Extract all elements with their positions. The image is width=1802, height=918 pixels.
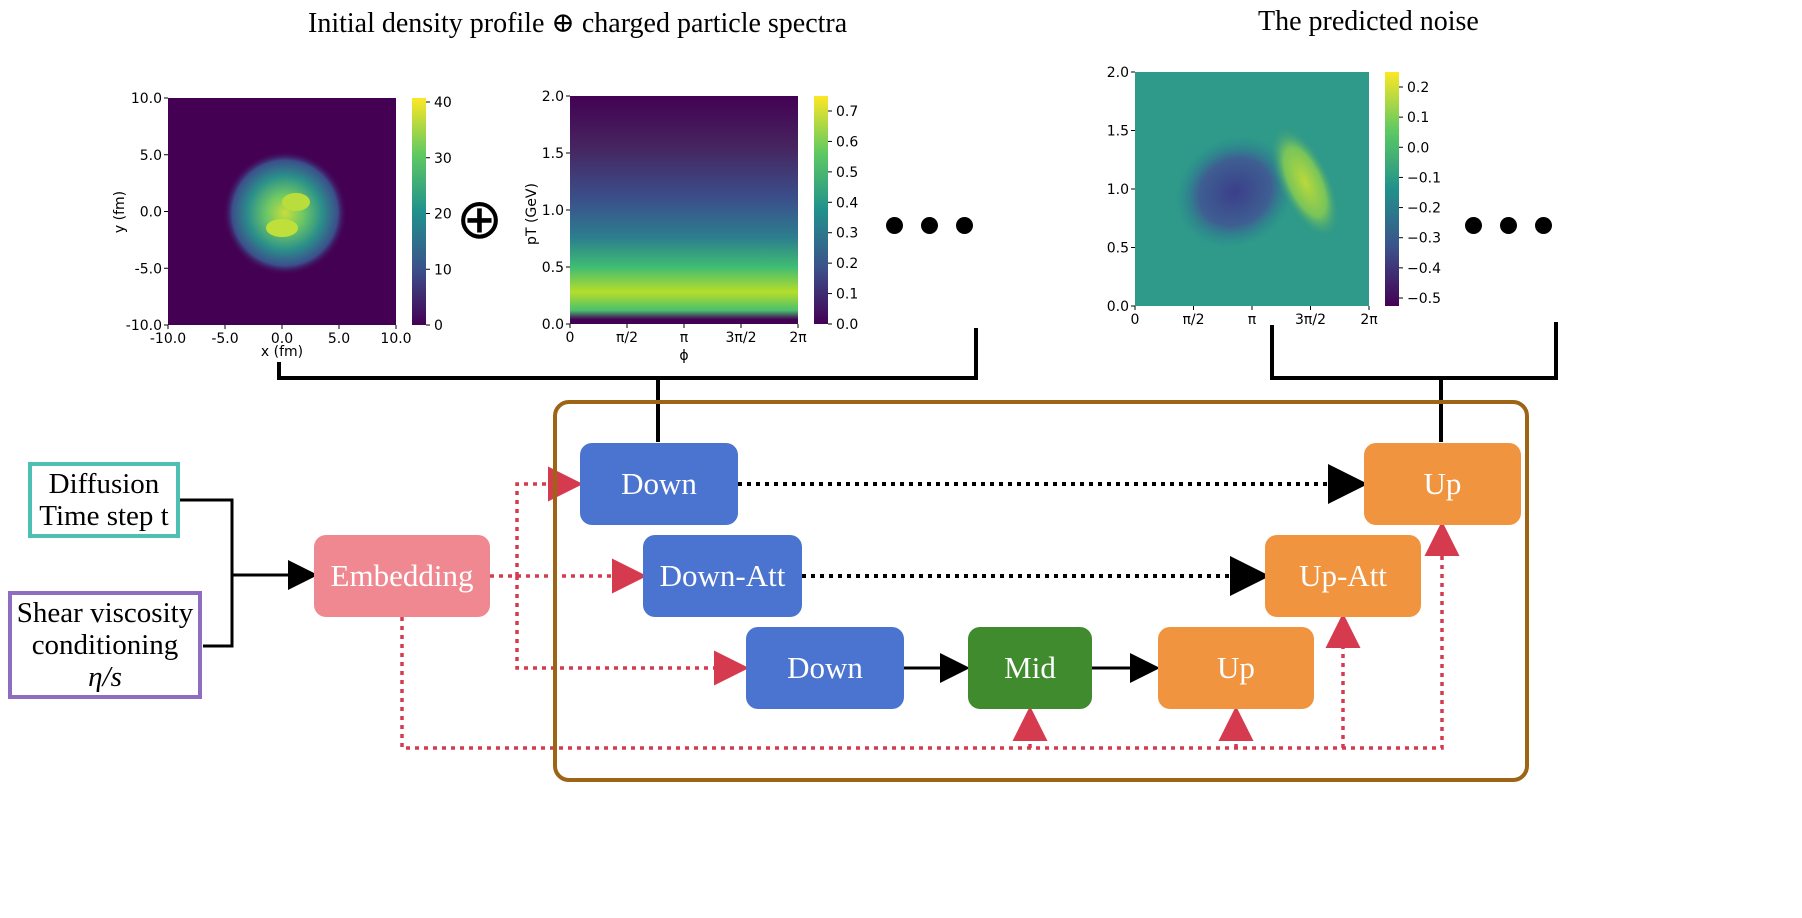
shear-viscosity-box: Shear viscosity conditioning η/s [8,591,202,699]
colorbar-tick-label: 20 [434,207,452,223]
density-x-label: x (fm) [261,344,303,360]
colorbar-tick-label: 30 [434,151,452,167]
y-tick-label: 10.0 [131,91,162,107]
x-tick-label: 5.0 [328,331,350,347]
y-tick-label: 1.5 [1107,124,1129,140]
ellipsis-outputs [1465,217,1570,239]
x-tick-label: π [680,330,689,346]
y-tick-label: 0.5 [1107,241,1129,257]
embedding-block: Embedding [314,535,490,617]
x-tick-label: 0.0 [271,331,293,347]
colorbar-tick-label: 0.6 [836,134,858,150]
noise-colorbar-ticks: 0.2 0.1 0.0 −0.1 −0.2 −0.3 −0.4 −0.5 [1399,80,1441,307]
shear-label-2: conditioning [31,629,179,661]
x-tick-label: 3π/2 [726,330,757,346]
colorbar-tick-label: −0.4 [1407,261,1441,277]
down-att-block: Down-Att [643,535,802,617]
colorbar-tick-label: 10 [434,262,452,278]
colorbar-tick-label: −0.2 [1407,201,1441,217]
shear-label-1: Shear viscosity [16,597,194,629]
y-tick-label: 0.0 [140,205,162,221]
input-title: Initial density profile ⊕ charged partic… [308,8,848,39]
predicted-noise-plot: 0 π/2 π 3π/2 2π 2.0 1.5 1.0 0.5 0.0 0.2 0.1 0.0 −0.… [1107,65,1441,328]
colorbar-tick-label: 0.0 [836,317,858,333]
down-block-2: Down [746,627,904,709]
density-blob [223,151,347,275]
output-bracket [1270,322,1558,442]
embedding-paths [400,466,1460,750]
noise-x-ticks: 0 π/2 π 3π/2 2π [1131,306,1378,328]
down-block-1: Down [580,443,738,525]
spectra-colorbar [814,96,828,324]
colorbar-tick-label: −0.5 [1407,291,1441,307]
colorbar-tick-label: 0 [434,318,443,334]
input-merge-lines [180,498,318,648]
spectra-heatmap [570,96,798,324]
x-tick-label: -5.0 [211,331,238,347]
colorbar-tick-label: 0.2 [836,256,858,272]
diffusion-timestep-box: Diffusion Time step t [28,462,180,538]
y-tick-label: 1.0 [1107,182,1129,198]
colorbar-tick-label: −0.1 [1407,170,1441,186]
y-tick-label: -5.0 [135,261,162,277]
colorbar-tick-label: 0.1 [1407,110,1429,126]
density-x-ticks: -10.0 -5.0 0.0 5.0 10.0 [150,325,412,347]
colorbar-tick-label: 0.1 [836,287,858,303]
up-block-low: Up [1158,627,1314,709]
density-colorbar-ticks: 40 30 20 10 0 [426,95,452,334]
oplus-symbol: ⊕ [456,187,503,252]
mid-block: Mid [968,627,1092,709]
colorbar-tick-label: 0.2 [1407,80,1429,96]
colorbar-tick-label: 0.5 [836,165,858,181]
colorbar-tick-label: 40 [434,95,452,111]
density-y-ticks: 10.0 5.0 0.0 -5.0 -10.0 [126,91,168,334]
unet-container [553,400,1529,782]
colorbar-tick-label: 0.3 [836,226,858,242]
spectra-x-ticks: 0 π/2 π 3π/2 2π [566,324,807,346]
x-tick-label: -10.0 [150,331,186,347]
y-tick-label: 2.0 [1107,65,1129,81]
spectra-plot: 0 π/2 π 3π/2 2π 2.0 1.5 1.0 0.5 0.0 0.7 0.6 0.5 0.4… [524,89,858,364]
y-tick-label: 2.0 [542,89,564,105]
x-tick-label: 3π/2 [1295,312,1326,328]
y-tick-label: -10.0 [126,318,162,334]
spectra-y-ticks: 2.0 1.5 1.0 0.5 0.0 [542,89,570,333]
x-tick-label: 0 [566,330,575,346]
colorbar-tick-label: 0.4 [836,195,858,211]
y-tick-label: 0.5 [542,260,564,276]
colorbar-tick-label: −0.3 [1407,231,1441,247]
spectra-x-label: ϕ [679,348,688,364]
input-bracket [277,328,978,442]
noise-y-ticks: 2.0 1.5 1.0 0.5 0.0 [1107,65,1135,315]
x-tick-label: 2π [789,330,807,346]
colorbar-tick-label: 0.7 [836,104,858,120]
colorbar-tick-label: 0.0 [1407,140,1429,156]
shear-label-3: η/s [88,661,122,693]
ellipsis-inputs [886,217,991,239]
diffusion-label-1: Diffusion [48,468,160,500]
x-tick-label: 2π [1360,312,1378,328]
spectra-colorbar-ticks: 0.7 0.6 0.5 0.4 0.3 0.2 0.1 0.0 [828,104,858,333]
y-tick-label: 0.0 [542,317,564,333]
spectra-y-label: pT (GeV) [524,183,540,245]
x-tick-label: π/2 [1182,312,1204,328]
x-tick-label: π [1248,312,1257,328]
density-colorbar [412,98,426,325]
up-block-top: Up [1364,443,1521,525]
y-tick-label: 1.0 [542,203,564,219]
y-tick-label: 1.5 [542,146,564,162]
x-tick-label: 10.0 [380,331,411,347]
y-tick-label: 0.0 [1107,299,1129,315]
x-tick-label: 0 [1131,312,1140,328]
y-tick-label: 5.0 [140,148,162,164]
output-title: The predicted noise [1258,6,1479,37]
noise-colorbar [1385,72,1399,306]
diffusion-label-2: Time step t [39,500,169,532]
up-att-block: Up-Att [1265,535,1421,617]
x-tick-label: π/2 [616,330,638,346]
density-y-label: y (fm) [112,191,128,233]
